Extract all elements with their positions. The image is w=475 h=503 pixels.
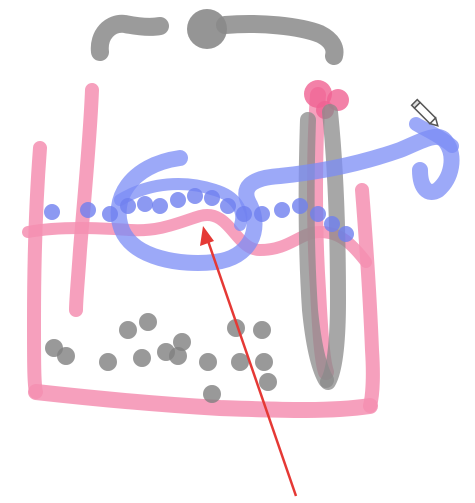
red-arrow-head <box>200 226 214 246</box>
pink-bottom <box>36 392 370 410</box>
gray-dot <box>199 353 217 371</box>
gray-lid-right <box>225 24 334 56</box>
blue-dot <box>310 206 326 222</box>
blue-dot <box>274 202 290 218</box>
gray-dot <box>255 353 273 371</box>
pink-left-inner-wall <box>76 90 92 310</box>
gray-dot <box>99 353 117 371</box>
blue-dot <box>292 198 308 214</box>
gray-dot <box>57 347 75 365</box>
gray-dot <box>119 321 137 339</box>
blue-dot <box>120 198 136 214</box>
blue-dot <box>338 226 354 242</box>
gray-tube-right <box>328 112 338 382</box>
blue-dot <box>236 206 252 222</box>
blue-dot <box>170 192 186 208</box>
blue-dot <box>137 196 153 212</box>
blue-dot <box>204 190 220 206</box>
pink-left-outer-wall <box>34 148 40 392</box>
blue-dot <box>254 206 270 222</box>
blue-dot <box>324 216 340 232</box>
gray-dot <box>253 321 271 339</box>
blue-dot <box>102 206 118 222</box>
blue-dot <box>152 198 168 214</box>
gray-dot <box>139 313 157 331</box>
gray-lid-left <box>100 24 160 52</box>
gray-dot <box>133 349 151 367</box>
pink-right-outer-wall <box>362 190 373 406</box>
blue-dot <box>44 204 60 220</box>
gray-dot <box>259 373 277 391</box>
gray-lid-strokes <box>100 9 335 56</box>
red-arrow-shaft <box>207 238 296 496</box>
gray-dot <box>169 347 187 365</box>
blue-dot <box>80 202 96 218</box>
blue-dot <box>220 198 236 214</box>
gray-dot <box>203 385 221 403</box>
blue-dot <box>187 188 203 204</box>
